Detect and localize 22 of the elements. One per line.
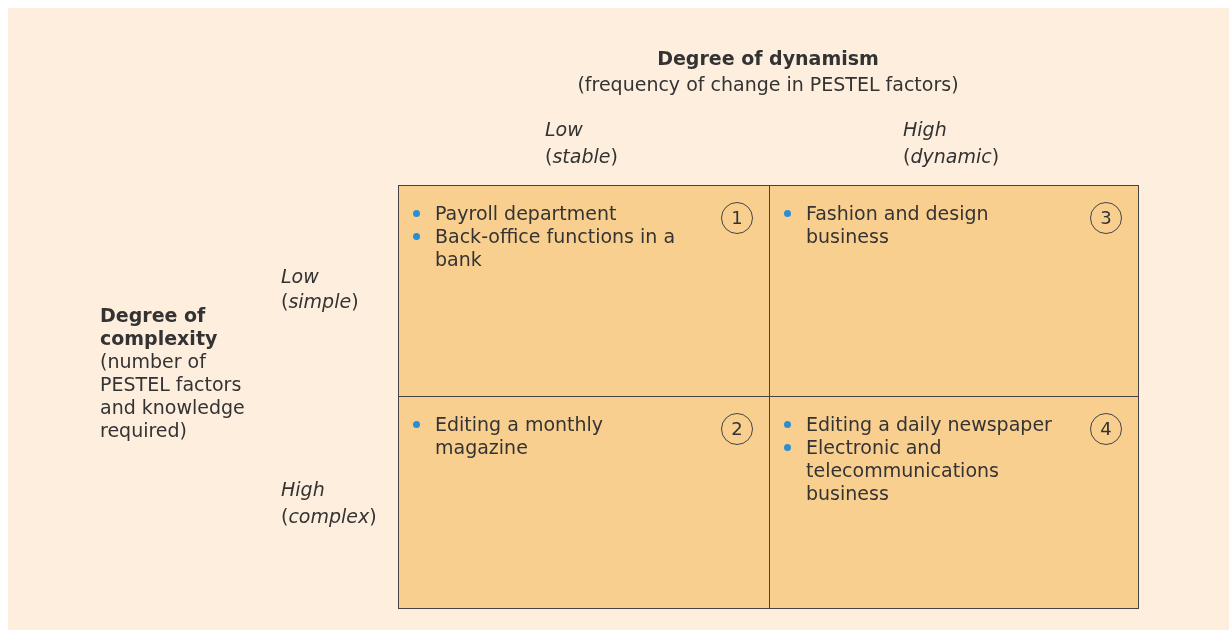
list-item: Fashion and design business xyxy=(806,202,989,247)
axis-level: High xyxy=(903,118,948,141)
matrix-cell xyxy=(769,396,1139,609)
axis-level-note: (simple) xyxy=(281,290,360,313)
list-item: Editing a daily newspaper xyxy=(806,413,1052,435)
axis-title: Degree of dynamism xyxy=(656,47,880,70)
matrix-cell xyxy=(769,185,1139,397)
matrix-cell xyxy=(398,396,770,609)
axis-level: High xyxy=(281,478,326,501)
list-item: Electronic and telecommunications business xyxy=(806,436,999,504)
axis-title: Degree of complexity xyxy=(100,304,219,350)
axis-level: Low xyxy=(281,265,320,288)
list-item: Payroll department xyxy=(435,202,617,224)
axis-level-note: (dynamic) xyxy=(903,145,1001,168)
matrix-cell xyxy=(398,185,770,397)
list-item: Back-office functions in a bank xyxy=(435,225,676,270)
axis-level: Low xyxy=(545,118,584,141)
axis-level-note: (stable) xyxy=(545,145,619,168)
list-item: Editing a monthly magazine xyxy=(435,413,604,458)
axis-subtitle: (number of PESTEL factors and knowledge required) xyxy=(100,350,246,442)
axis-subtitle: (frequency of change in PESTEL factors) xyxy=(576,73,960,96)
axis-level-note: (complex) xyxy=(281,505,378,528)
